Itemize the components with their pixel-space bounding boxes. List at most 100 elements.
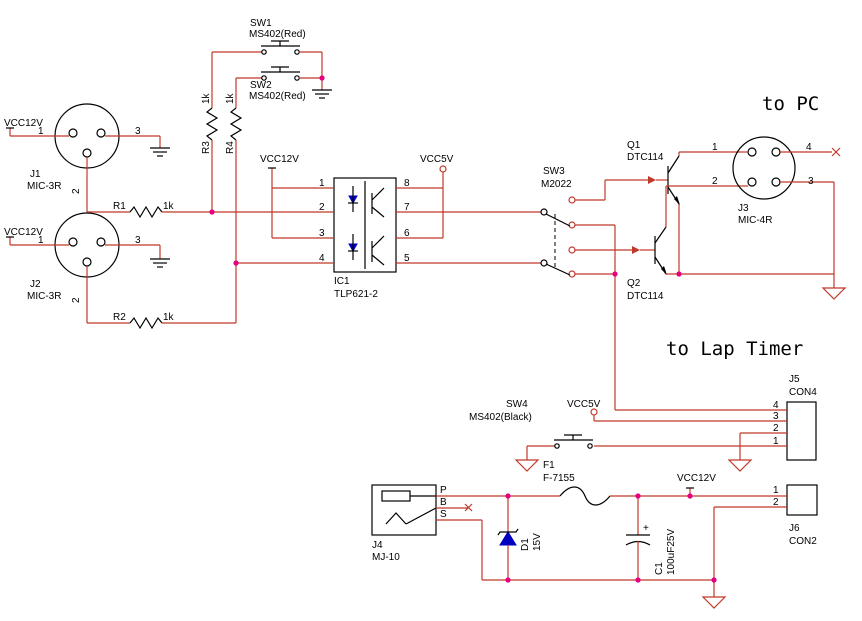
j3-value: MIC-4R	[738, 215, 772, 226]
r1-ref: R1	[113, 201, 126, 212]
svg-text:3: 3	[135, 126, 141, 137]
switch-sw4: SW4 MS402(Black)	[469, 399, 593, 472]
switch-sw2: SW2 MS402(Red)	[236, 66, 322, 102]
j1-value: MIC-3R	[27, 181, 61, 192]
ground-j6	[701, 590, 727, 609]
j4-ref: J4	[372, 540, 383, 551]
j6-vcc12-net: VCC12V	[677, 473, 716, 496]
svg-text:4: 4	[806, 142, 812, 153]
d1-ref: D1	[520, 538, 531, 551]
svg-text:3: 3	[808, 176, 814, 187]
junctions	[209, 75, 717, 583]
ground-j2	[150, 245, 170, 268]
ic1-vcc5-net: VCC5V	[420, 154, 454, 238]
svg-text:S: S	[440, 509, 447, 520]
sw3-value: M2022	[541, 179, 572, 190]
r3-value: 1k	[201, 92, 212, 104]
q1-value: DTC114	[627, 152, 664, 163]
optocoupler-ic1: IC1 TLP621-2 1 2 3 4 8 7 6 5	[236, 177, 541, 300]
j3-ref: J3	[738, 203, 749, 214]
ground-j5	[727, 433, 753, 472]
sw3-ref: SW3	[543, 166, 565, 177]
ic1-vcc12-net: VCC12V	[260, 154, 299, 238]
resistor-r2: R2 1k	[87, 312, 236, 330]
svg-text:2: 2	[71, 297, 82, 303]
j6-ref: J6	[789, 523, 800, 534]
j6-value: CON2	[789, 536, 817, 547]
ic1-ref: IC1	[334, 276, 350, 287]
svg-text:4: 4	[319, 253, 325, 264]
sw2-value: MS402(Red)	[249, 91, 306, 102]
ground-j3	[821, 287, 847, 300]
j5-value: CON4	[789, 387, 817, 398]
svg-text:3: 3	[135, 235, 141, 246]
sw2-ref: SW2	[250, 80, 272, 91]
transistor-q1: Q1 DTC114	[605, 140, 740, 274]
f1-value: F-7155	[543, 473, 575, 484]
sw4-value: MS402(Black)	[469, 412, 532, 423]
svg-text:P: P	[440, 485, 447, 496]
svg-text:1: 1	[773, 436, 779, 447]
svg-text:4: 4	[773, 400, 779, 411]
j2-value: MIC-3R	[27, 291, 61, 302]
sw1-value: MS402(Red)	[249, 29, 306, 40]
sw1-ref: SW1	[250, 18, 272, 29]
q2-value: DTC114	[627, 291, 664, 302]
j1-ref: J1	[30, 169, 41, 180]
r4-value: 1k	[225, 92, 236, 104]
connector-j4: P B S J4 MJ-10	[371, 484, 714, 581]
resistor-r3: R3 1k	[201, 52, 219, 212]
svg-text:VCC5V: VCC5V	[420, 154, 454, 165]
j2-vcc-label: VCC12V	[4, 227, 43, 238]
switch-sw1: SW1 MS402(Red)	[212, 18, 322, 55]
connector-j3: 1 2 4 3 J3 MIC-4R	[712, 136, 841, 288]
svg-text:6: 6	[404, 228, 410, 239]
r2-value: 1k	[163, 312, 175, 323]
svg-text:2: 2	[71, 188, 82, 194]
switch-sw3: SW3 M2022	[540, 166, 638, 410]
connector-j1: VCC12V 1 3 2 J1 MIC-3R	[4, 103, 160, 212]
label-to-pc: to PC	[762, 93, 819, 115]
svg-text:1: 1	[712, 142, 718, 153]
svg-text:1: 1	[38, 126, 44, 137]
label-to-lap-timer: to Lap Timer	[666, 338, 803, 360]
ground-sw	[312, 52, 332, 99]
j5-ref: J5	[789, 374, 800, 385]
svg-text:3: 3	[773, 411, 779, 422]
j5-vcc5-net: VCC5V	[567, 399, 601, 421]
capacitor-c1: + C1 100uF25V	[625, 496, 677, 580]
r2-ref: R2	[113, 312, 126, 323]
connector-j2: VCC12V 1 3 2 J2 MIC-3R	[4, 212, 160, 323]
svg-text:1: 1	[319, 178, 325, 189]
c1-value: 100uF25V	[666, 529, 677, 575]
sw4-ref: SW4	[506, 399, 528, 410]
svg-text:2: 2	[712, 176, 718, 187]
svg-text:5: 5	[404, 253, 410, 264]
fuse-f1: F1 F-7155	[543, 460, 778, 506]
resistor-r1: R1 1k	[87, 201, 312, 219]
resistor-r4: R4 1k	[225, 78, 243, 323]
connector-j5: 4 3 2 1 J5 CON4	[594, 374, 817, 461]
ic1-value: TLP621-2	[334, 289, 378, 300]
c1-ref: C1	[654, 562, 665, 575]
svg-text:+: +	[643, 523, 649, 534]
r3-ref: R3	[201, 141, 212, 154]
svg-text:B: B	[440, 497, 447, 508]
svg-text:2: 2	[773, 497, 779, 508]
connector-j6: 1 2 J6 CON2	[713, 484, 818, 590]
svg-text:VCC5V: VCC5V	[567, 399, 601, 410]
r4-ref: R4	[225, 141, 236, 154]
svg-text:2: 2	[319, 202, 325, 213]
q1-ref: Q1	[627, 140, 641, 151]
r1-value: 1k	[163, 201, 175, 212]
svg-text:2: 2	[773, 423, 779, 434]
d1-value: 15V	[532, 533, 543, 551]
svg-text:VCC12V: VCC12V	[677, 473, 716, 484]
f1-ref: F1	[543, 460, 555, 471]
j1-vcc-label: VCC12V	[4, 118, 43, 129]
svg-text:VCC12V: VCC12V	[260, 154, 299, 165]
j2-ref: J2	[30, 279, 41, 290]
ground-j1	[150, 136, 170, 157]
transistor-q2: Q2 DTC114	[627, 185, 834, 302]
